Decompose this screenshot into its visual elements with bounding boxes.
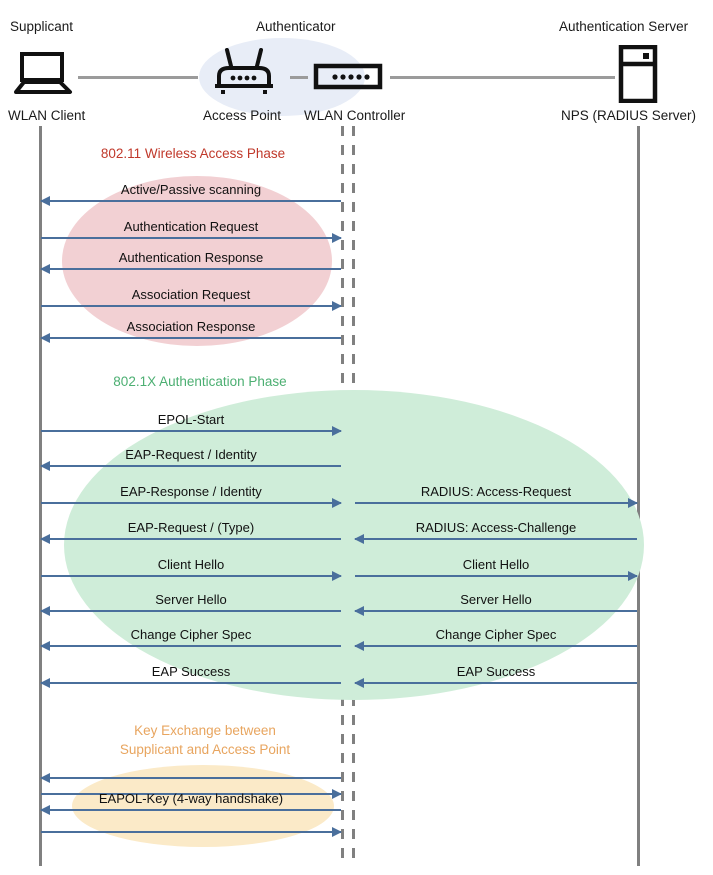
message-label: EAP Success (456, 664, 536, 679)
phase-title-80211: 802.11 Wireless Access Phase (100, 146, 286, 161)
message-arrow (40, 678, 341, 688)
message-arrow (354, 606, 637, 616)
message-arrow (40, 606, 341, 616)
message-arrow (40, 641, 341, 651)
role-label-authentication-server: Authentication Server (559, 19, 689, 34)
phase-ellipse-8021x (64, 390, 644, 700)
message-arrow (355, 571, 638, 581)
message-arrow (40, 333, 341, 343)
phase-title-8021x: 802.1X Authentication Phase (113, 374, 287, 389)
laptop-icon (12, 52, 76, 101)
message-arrow (40, 773, 341, 783)
message-label: EAPOL-Key (4-way handshake) (98, 791, 284, 806)
actor-label-access-point: Access Point (203, 108, 282, 123)
message-label: RADIUS: Access-Request (420, 484, 572, 499)
message-label: Association Request (131, 287, 251, 302)
message-arrow (355, 498, 638, 508)
message-arrow (354, 534, 637, 544)
role-label-supplicant: Supplicant (10, 19, 74, 34)
message-arrow (40, 264, 341, 274)
message-label: Active/Passive scanning (120, 182, 262, 197)
message-arrow (41, 827, 342, 837)
message-arrow (354, 641, 637, 651)
message-label: EAP-Request / (Type) (127, 520, 255, 535)
message-arrow (41, 301, 342, 311)
message-label: EAP Success (151, 664, 231, 679)
message-arrow (40, 534, 341, 544)
message-arrow (41, 426, 342, 436)
lifeline-auth-server (637, 126, 640, 866)
message-label: Client Hello (157, 557, 225, 572)
message-label: Change Cipher Spec (130, 627, 252, 642)
connector-controller-to-server (390, 76, 615, 79)
message-arrow (40, 461, 341, 471)
message-label: EPOL-Start (157, 412, 225, 427)
message-label: RADIUS: Access-Challenge (415, 520, 577, 535)
message-arrow (41, 571, 342, 581)
message-label: Server Hello (460, 592, 532, 607)
wireless-router-icon (213, 48, 275, 101)
message-arrow (40, 196, 341, 206)
message-label: Change Cipher Spec (435, 627, 557, 642)
lifeline-supplicant (39, 126, 42, 866)
message-label: EAP-Request / Identity (125, 447, 257, 462)
actor-label-wlan-client: WLAN Client (8, 108, 86, 123)
actor-label-nps-radius-server: NPS (RADIUS Server) (561, 108, 697, 123)
message-label: Association Response (126, 319, 256, 334)
actor-label-wlan-controller: WLAN Controller (304, 108, 406, 123)
message-arrow (41, 498, 342, 508)
server-tower-icon (618, 44, 660, 108)
phase-title-key-exchange: Key Exchange between Supplicant and Acce… (95, 721, 315, 759)
connector-ap-to-controller (290, 76, 308, 79)
wlan-controller-icon (313, 62, 383, 97)
phase-ellipse-80211 (62, 176, 332, 346)
phase-title-key-exchange-line2: Supplicant and Access Point (119, 742, 291, 757)
message-label: EAP-Response / Identity (120, 484, 262, 499)
message-arrow (41, 233, 342, 243)
message-arrow (41, 789, 342, 799)
connector-client-to-ap (78, 76, 198, 79)
phase-title-key-exchange-line1: Key Exchange between (134, 723, 276, 738)
role-label-authenticator: Authenticator (256, 19, 336, 34)
message-arrow (40, 805, 341, 815)
message-label: Client Hello (462, 557, 530, 572)
message-label: Authentication Response (118, 250, 264, 265)
message-label: Server Hello (155, 592, 227, 607)
message-arrow (354, 678, 637, 688)
message-label: Authentication Request (123, 219, 259, 234)
